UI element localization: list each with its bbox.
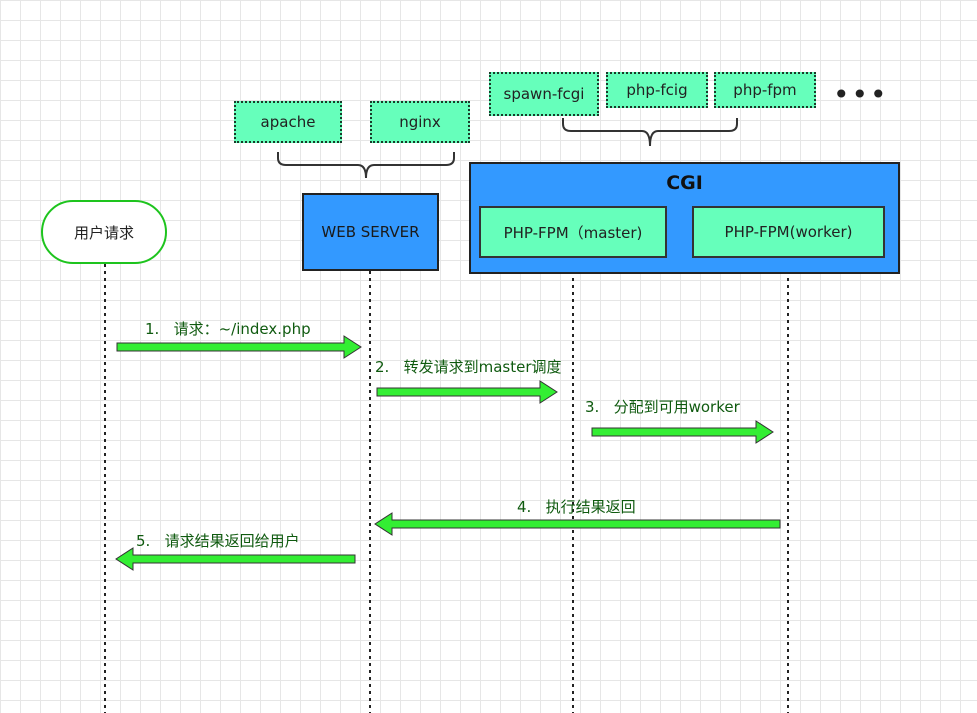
- step-label-4: 4. 执行结果返回: [517, 498, 636, 516]
- node-web-server: WEB SERVER: [302, 193, 439, 271]
- step-label-2: 2. 转发请求到master调度: [375, 358, 562, 376]
- label-spawn-fcgi: spawn-fcgi: [503, 85, 585, 103]
- node-spawn-fcgi: spawn-fcgi: [489, 72, 599, 116]
- step-label-1: 1. 请求：~/index.php: [145, 320, 311, 338]
- arrow-step-1: [116, 335, 362, 359]
- node-php-fcig: php-fcig: [606, 72, 708, 108]
- arrow-step-3: [591, 420, 774, 444]
- more-dots: •••: [833, 78, 889, 111]
- step-label-3: 3. 分配到可用worker: [585, 398, 740, 416]
- arrow-step-2: [376, 380, 558, 404]
- node-nginx: nginx: [370, 101, 470, 143]
- label-apache: apache: [260, 113, 316, 131]
- label-fpm-master: PHP-FPM（master): [503, 223, 643, 242]
- label-php-fcig: php-fcig: [626, 81, 688, 99]
- node-fpm-worker: PHP-FPM(worker): [692, 206, 885, 258]
- node-php-fpm: php-fpm: [714, 72, 816, 108]
- node-apache: apache: [234, 101, 342, 143]
- label-nginx: nginx: [399, 113, 441, 131]
- node-fpm-master: PHP-FPM（master): [479, 206, 667, 258]
- arrow-step-5: [115, 547, 356, 571]
- label-php-fpm: php-fpm: [733, 81, 797, 99]
- label-fpm-worker: PHP-FPM(worker): [724, 223, 853, 241]
- arrow-step-4: [374, 512, 781, 536]
- label-user-request: 用户请求: [73, 223, 134, 242]
- cgi-title: CGI: [666, 172, 703, 194]
- brace-cgi: [562, 118, 738, 147]
- step-label-5: 5. 请求结果返回给用户: [136, 532, 300, 550]
- brace-web-server: [277, 152, 455, 179]
- node-user-request: 用户请求: [41, 200, 167, 264]
- label-web-server: WEB SERVER: [321, 223, 420, 241]
